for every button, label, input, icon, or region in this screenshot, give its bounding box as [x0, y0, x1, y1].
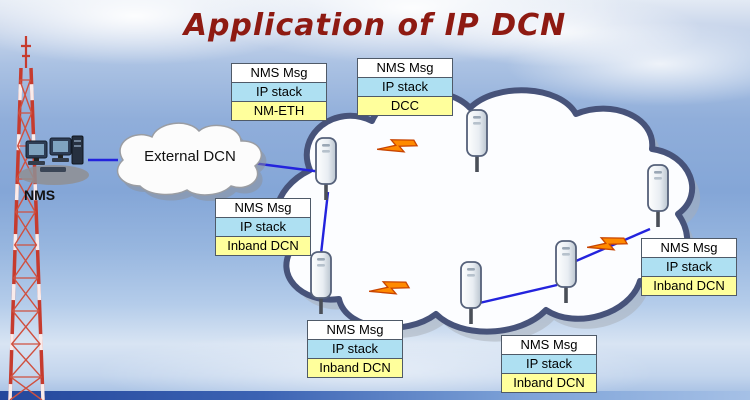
stack-row-nms-msg: NMS Msg [357, 58, 453, 78]
stack-row-ip-stack: IP stack [215, 217, 311, 237]
stack-row-nms-msg: NMS Msg [501, 335, 597, 355]
stack-row-nms-msg: NMS Msg [231, 63, 327, 83]
stack-row-nms-msg: NMS Msg [307, 320, 403, 340]
stack-row-dcc: DCC [357, 96, 453, 116]
external-dcn-label: External DCN [144, 148, 236, 165]
stack-row-nms-msg: NMS Msg [641, 238, 737, 258]
stack-row-ip-stack: IP stack [231, 82, 327, 102]
nms-computers-icon [19, 135, 89, 185]
protocol-stack-inband-right: NMS Msg IP stack Inband DCN [641, 238, 737, 296]
protocol-stack-nm-eth: NMS Msg IP stack NM-ETH [231, 63, 327, 121]
external-dcn-cloud-icon [116, 122, 267, 201]
stack-row-inband-dcn: Inband DCN [641, 276, 737, 296]
protocol-stack-inband-bottom: NMS Msg IP stack Inband DCN [307, 320, 403, 378]
stack-row-inband-dcn: Inband DCN [307, 358, 403, 378]
stack-row-nm-eth: NM-ETH [231, 101, 327, 121]
stack-row-ip-stack: IP stack [307, 339, 403, 359]
nms-label: NMS [24, 187, 56, 203]
stack-row-nms-msg: NMS Msg [215, 198, 311, 218]
horizon-strip [0, 391, 750, 400]
stack-row-ip-stack: IP stack [501, 354, 597, 374]
stack-row-inband-dcn: Inband DCN [215, 236, 311, 256]
stack-row-ip-stack: IP stack [641, 257, 737, 277]
protocol-stack-dcc: NMS Msg IP stack DCC [357, 58, 453, 116]
ip-dcn-cloud-icon [273, 87, 701, 342]
protocol-stack-inband-bottom-right: NMS Msg IP stack Inband DCN [501, 335, 597, 393]
stack-row-inband-dcn: Inband DCN [501, 373, 597, 393]
stack-row-ip-stack: IP stack [357, 77, 453, 97]
telecom-tower-icon [8, 36, 45, 400]
protocol-stack-inband-left: NMS Msg IP stack Inband DCN [215, 198, 311, 256]
slide-title: Application of IP DCN [183, 8, 567, 43]
